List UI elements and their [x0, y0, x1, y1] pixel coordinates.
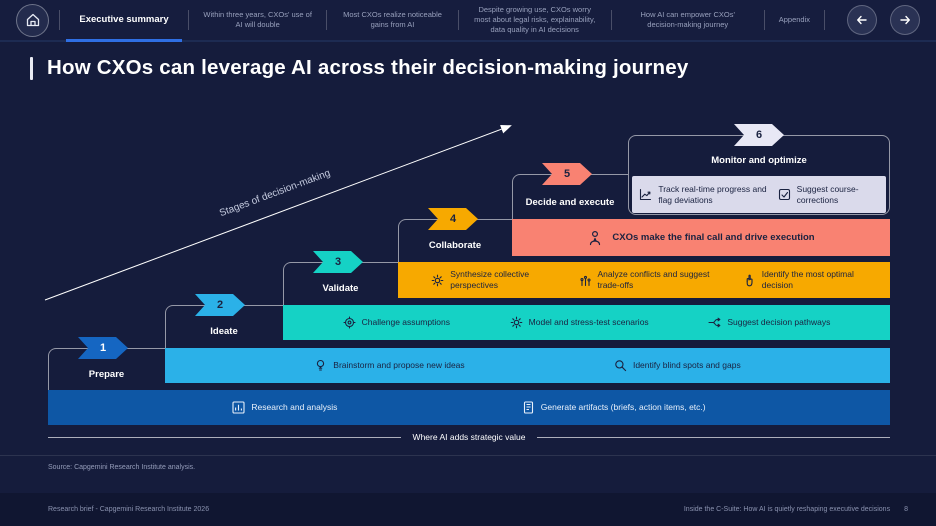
step-badge-5: 5: [542, 163, 592, 185]
value-axis-line-right: [537, 436, 891, 438]
nav-separator: [188, 10, 189, 30]
step-number: 6: [755, 129, 763, 141]
nav-arrows: [847, 5, 920, 35]
bar-item: Identify the most optimal decision: [743, 269, 857, 290]
step-label-validate: Validate: [322, 283, 359, 294]
bar-item-label: Research and analysis: [251, 402, 338, 413]
arrow-left-icon: [855, 13, 869, 27]
step-number: 1: [99, 342, 107, 354]
step-label-collaborate: Collaborate: [428, 240, 482, 251]
gear-icon: [510, 316, 523, 329]
nav-separator: [824, 10, 825, 30]
gear-icon: [431, 274, 444, 287]
bar-item: Identify blind spots and gaps: [614, 359, 741, 372]
page-number: 8: [904, 506, 908, 513]
bar-item: Brainstorm and propose new ideas: [314, 359, 465, 372]
lightbulb-icon: [314, 359, 327, 372]
source-note: Source: Capgemini Research Institute ana…: [48, 464, 196, 471]
next-slide-button[interactable]: [890, 5, 920, 35]
stages-axis-label: Stages of decision-making: [218, 167, 332, 220]
step-label-prepare: Prepare: [88, 369, 125, 380]
value-axis-label: Where AI adds strategic value: [412, 432, 526, 442]
title-accent-bar: [30, 56, 33, 80]
bar-item: Challenge assumptions: [343, 316, 450, 329]
bar-item: Model and stress-test scenarios: [510, 316, 649, 329]
nav-separator: [326, 10, 328, 30]
value-axis: Where AI adds strategic value: [48, 432, 891, 442]
step-bar-validate: Challenge assumptions Model and stress-t…: [283, 305, 890, 340]
step-bar-ideate: Brainstorm and propose new ideas Identif…: [165, 348, 890, 383]
bar-item: Suggest decision pathways: [708, 316, 830, 329]
step-number: 3: [334, 256, 342, 268]
step-badge-3: 3: [313, 251, 363, 273]
person-icon: [587, 230, 603, 246]
step-bar-collaborate: Synthesize collective perspectives Analy…: [398, 262, 890, 298]
arrow-right-icon: [898, 13, 912, 27]
tab-appendix[interactable]: Appendix: [778, 15, 810, 25]
tab-cxo-gains[interactable]: Most CXOs realize noticeable gains from …: [343, 10, 442, 29]
bar-item: Track real-time progress and flag deviat…: [639, 184, 770, 205]
step-badge-2: 2: [195, 294, 245, 316]
nav-separator: [763, 10, 765, 30]
step-badge-4: 4: [428, 208, 478, 230]
title-row: How CXOs can leverage AI across their de…: [30, 56, 688, 80]
bar-item: CXOs make the final call and drive execu…: [587, 230, 815, 246]
tab-cxo-ai-use-double[interactable]: Within three years, CXOs' use of AI will…: [203, 10, 312, 29]
pathways-icon: [708, 316, 721, 329]
step-badge-6: 6: [734, 124, 784, 146]
bar-item: Generate artifacts (briefs, action items…: [522, 401, 706, 414]
page-title: How CXOs can leverage AI across their de…: [47, 56, 689, 79]
bar-item-label: Identify the most optimal decision: [761, 269, 854, 290]
nav-separator: [610, 10, 612, 30]
top-nav: Executive summary Within three years, CX…: [0, 0, 936, 42]
step-number: 5: [563, 168, 571, 180]
bar-item-label: Suggest decision pathways: [727, 317, 831, 328]
magnifier-icon: [614, 359, 627, 372]
bar-item: Research and analysis: [232, 401, 337, 414]
prev-slide-button[interactable]: [847, 5, 877, 35]
step-label-decide: Decide and execute: [525, 197, 615, 208]
footer: Research brief - Capgemini Research Inst…: [0, 493, 936, 526]
nav-separator: [59, 10, 60, 30]
bar-item-label: Synthesize collective perspectives: [450, 269, 530, 290]
step-bar-prepare: Research and analysis Generate artifacts…: [48, 390, 890, 425]
target-icon: [343, 316, 356, 329]
tradeoffs-icon: [579, 274, 592, 287]
step-bar-decide: CXOs make the final call and drive execu…: [512, 219, 890, 256]
nav-separator: [457, 10, 459, 30]
bar-item-label: Suggest course-corrections: [796, 183, 859, 205]
tab-decision-journey[interactable]: How AI can empower CXOs' decision-making…: [640, 10, 735, 29]
bar-item-label: Brainstorm and propose new ideas: [333, 360, 465, 371]
bar-item: Suggest course-corrections: [778, 184, 879, 205]
section-divider: [0, 455, 936, 456]
footer-right-text: Inside the C-Suite: How AI is quietly re…: [683, 506, 891, 513]
bar-item-label: Model and stress-test scenarios: [528, 317, 649, 328]
step-number: 2: [216, 299, 224, 311]
bar-item: Analyze conflicts and suggest trade-offs: [579, 269, 710, 290]
bar-item-label: Challenge assumptions: [361, 317, 451, 328]
checkbox-icon: [778, 188, 791, 201]
step-bar-monitor: Track real-time progress and flag deviat…: [632, 176, 886, 213]
step-label-ideate: Ideate: [210, 326, 238, 337]
bar-item-label: CXOs make the final call and drive execu…: [612, 231, 815, 243]
bar-item-label: Generate artifacts (briefs, action items…: [540, 402, 706, 413]
document-icon: [522, 401, 535, 414]
step-label-monitor: Monitor and optimize: [711, 155, 807, 166]
home-icon: [25, 12, 41, 28]
step-badge-1: 1: [78, 337, 128, 359]
step-number: 4: [449, 213, 457, 225]
value-axis-line-left: [48, 436, 401, 438]
pointer-icon: [743, 274, 756, 287]
progress-chart-icon: [639, 188, 652, 201]
bar-item-label: Identify blind spots and gaps: [632, 360, 741, 371]
bar-item: Synthesize collective perspectives: [431, 269, 545, 290]
bar-item-label: Track real-time progress and flag deviat…: [658, 183, 767, 205]
bar-item-label: Analyze conflicts and suggest trade-offs: [597, 269, 710, 290]
research-chart-icon: [232, 401, 245, 414]
home-button[interactable]: [16, 3, 49, 37]
footer-left-text: Research brief - Capgemini Research Inst…: [48, 506, 210, 513]
tab-cxo-worries[interactable]: Despite growing use, CXOs worry most abo…: [474, 5, 596, 34]
tab-executive-summary[interactable]: Executive summary: [66, 0, 182, 42]
